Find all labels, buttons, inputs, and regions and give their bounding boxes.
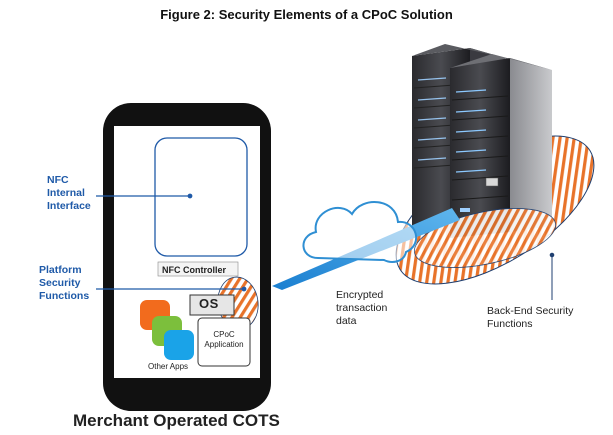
cpoc-application-label: CPoC Application <box>204 330 244 349</box>
os-label: OS <box>199 296 219 311</box>
other-apps-label: Other Apps <box>148 362 189 371</box>
nfc-internal-label: NFC Internal Interface <box>47 174 91 212</box>
platform-security-label: Platform Security Functions <box>39 264 90 302</box>
nfc-controller-chip <box>157 261 239 277</box>
server-front-icon <box>450 54 552 238</box>
app-blue-icon <box>164 330 194 360</box>
nfc-controller-label: NFC Controller <box>162 265 226 275</box>
os-box <box>189 294 235 316</box>
nfc-interface-box <box>154 137 248 257</box>
cpoc-application-box <box>197 317 251 367</box>
figure-title: Figure 2: Security Elements of a CPoC So… <box>160 7 453 22</box>
leader-lines <box>96 193 247 292</box>
backend-security-label: Back-End Security Functions <box>487 305 574 330</box>
encrypted-data-label: Encrypted transaction data <box>336 289 388 327</box>
phone-device <box>103 103 271 411</box>
cloud-icon <box>302 201 418 263</box>
merchant-cots-label: Merchant Operated COTS <box>73 411 280 430</box>
